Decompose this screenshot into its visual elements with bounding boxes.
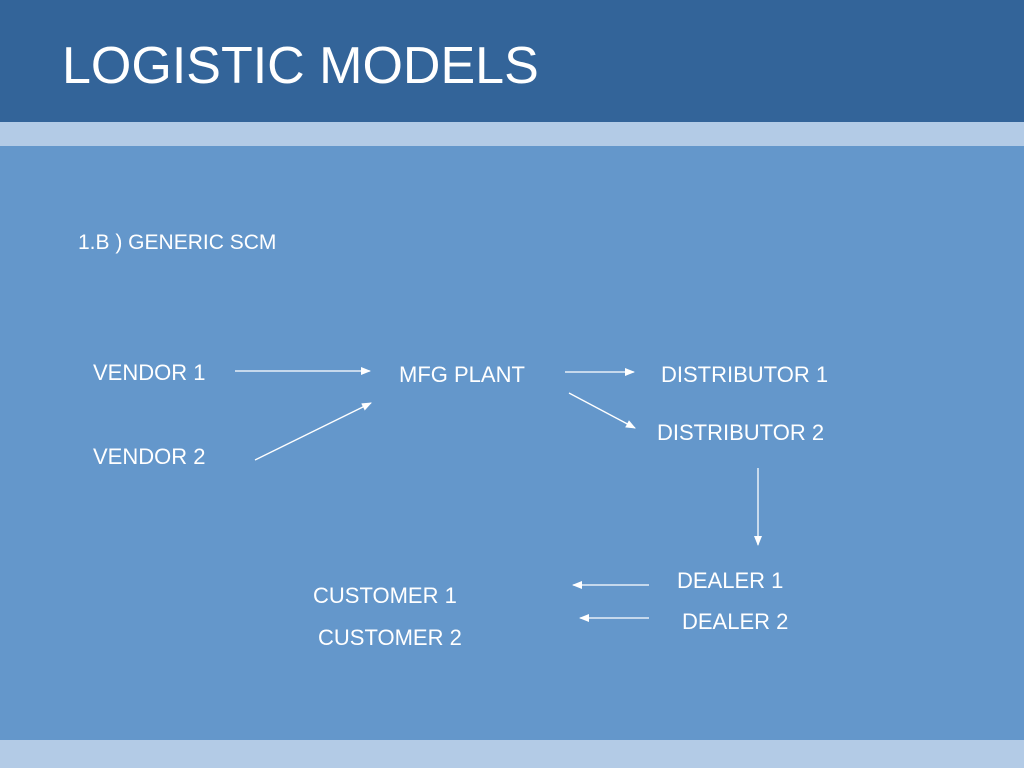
node-vendor-2: VENDOR 2 [93,444,206,469]
slide-title: LOGISTIC MODELS [62,37,539,95]
node-customer-1: CUSTOMER 1 [313,583,457,608]
node-distributor-2: DISTRIBUTOR 2 [657,420,825,445]
section-subtitle: 1.B ) GENERIC SCM [78,231,277,254]
node-dealer-2: DEALER 2 [682,609,789,634]
title-bar: LOGISTIC MODELS [0,0,1024,122]
node-distributor-1: DISTRIBUTOR 1 [661,362,829,387]
arrow-mfg-plant-to-distributor-2 [568,392,636,429]
arrow-vendor-2-to-mfg-plant [254,402,372,461]
node-dealer-1: DEALER 1 [677,568,784,593]
node-mfg-plant: MFG PLANT [399,362,525,387]
top-accent-band [0,122,1024,146]
bottom-accent-band [0,740,1024,768]
node-vendor-1: VENDOR 1 [93,360,206,385]
node-customer-2: CUSTOMER 2 [318,625,462,650]
